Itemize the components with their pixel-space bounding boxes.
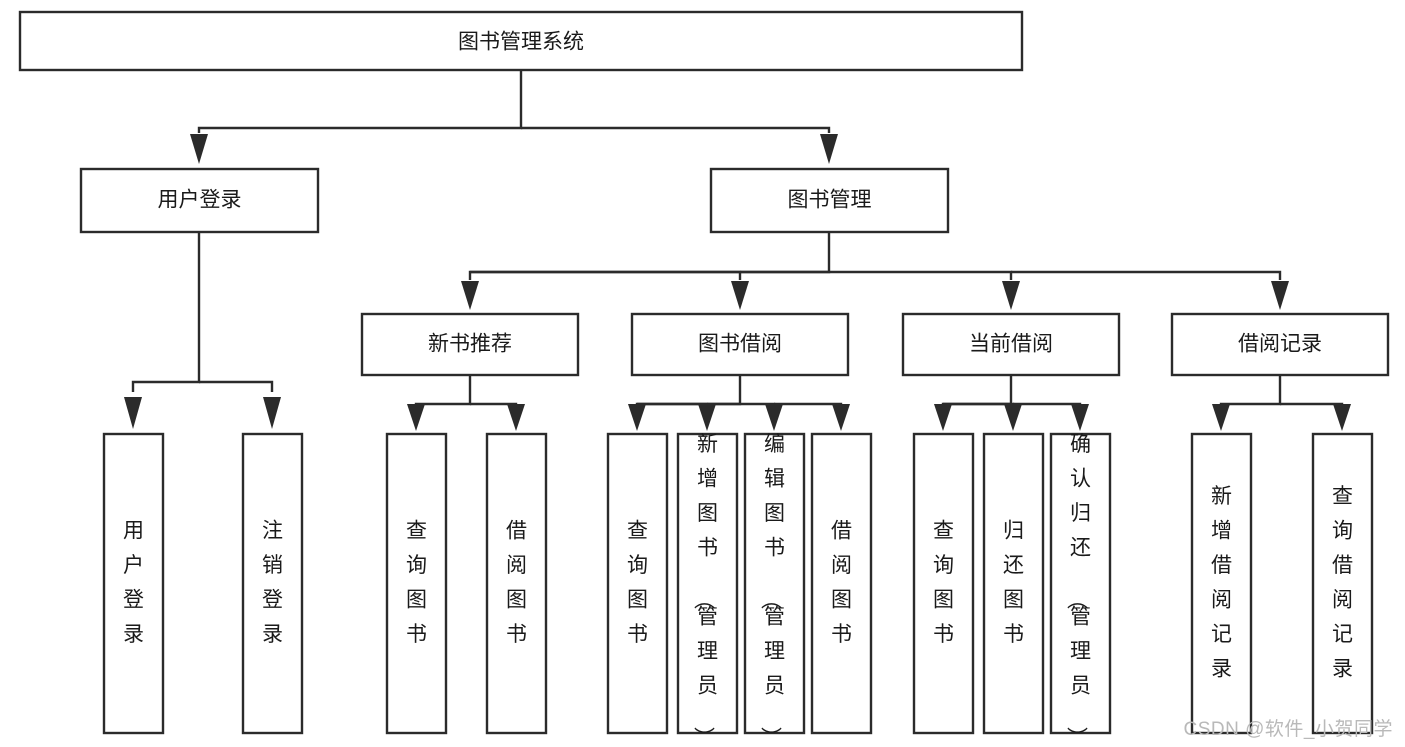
node-leaf-query-book-1-box[interactable] [385, 432, 448, 735]
node-book-borrow-label: 图书借阅 [698, 333, 782, 356]
node-leaf-add-book-box[interactable] [676, 432, 739, 735]
node-book-borrow-box[interactable] [630, 312, 850, 377]
node-leaf-return-book-label: 归还图书 [1003, 519, 1024, 646]
node-leaf-confirm-return[interactable]: 确认归还（管理员） [1049, 432, 1112, 747]
node-leaf-borrow-book-2-box[interactable] [810, 432, 873, 735]
node-leaf-edit-book[interactable]: 编辑图书（管理员） [743, 432, 806, 747]
node-borrow-record[interactable]: 借阅记录 [1170, 312, 1390, 377]
connector-userlogin-to-leaves [124, 232, 281, 429]
node-root-label: 图书管理系统 [458, 31, 584, 54]
node-leaf-borrow-book-1-label: 借阅图书 [506, 519, 527, 646]
node-leaf-query-book-2[interactable]: 查询图书 [606, 432, 669, 735]
node-user-login-label: 用户登录 [158, 189, 242, 212]
node-borrow-record-box[interactable] [1170, 312, 1390, 377]
node-book-manage-label: 图书管理 [788, 189, 872, 212]
node-user-login[interactable]: 用户登录 [79, 167, 320, 234]
node-new-book-recommend-label: 新书推荐 [428, 333, 512, 356]
node-leaf-borrow-book-1-box[interactable] [485, 432, 548, 735]
node-leaf-query-book-2-label: 查询图书 [627, 519, 648, 646]
node-leaf-add-record-label: 新增借阅记录 [1211, 484, 1232, 680]
node-leaf-user-login-box[interactable] [102, 432, 165, 735]
node-user-login-box[interactable] [79, 167, 320, 234]
node-root[interactable]: 图书管理系统 [18, 10, 1024, 72]
node-leaf-query-record-box[interactable] [1311, 432, 1374, 735]
node-leaf-logout[interactable]: 注销登录 [241, 432, 304, 735]
csdn-watermark: CSDN @软件_小贺同学 [1183, 719, 1393, 740]
node-book-manage-box[interactable] [709, 167, 950, 234]
node-leaf-add-book[interactable]: 新增图书（管理员） [676, 432, 739, 747]
node-leaf-logout-box[interactable] [241, 432, 304, 735]
node-leaf-borrow-book-2[interactable]: 借阅图书 [810, 432, 873, 735]
node-leaf-add-book-label: 新增图书（管理员） [692, 433, 718, 747]
node-book-borrow[interactable]: 图书借阅 [630, 312, 850, 377]
node-current-borrow-box[interactable] [901, 312, 1121, 377]
node-leaf-query-book-3-box[interactable] [912, 432, 975, 735]
node-leaf-logout-label: 注销登录 [262, 519, 283, 646]
node-leaf-user-login[interactable]: 用户登录 [102, 432, 165, 735]
node-leaf-add-record[interactable]: 新增借阅记录 [1190, 432, 1253, 735]
node-leaf-query-book-1-label: 查询图书 [406, 519, 427, 646]
connector-layer [124, 70, 1351, 431]
node-new-book-recommend[interactable]: 新书推荐 [360, 312, 580, 377]
node-leaf-confirm-return-box[interactable] [1049, 432, 1112, 735]
node-leaf-query-record-label: 查询借阅记录 [1332, 484, 1353, 680]
node-leaf-query-book-3[interactable]: 查询图书 [912, 432, 975, 735]
connector-bookmanage-to-level3 [461, 232, 1289, 310]
node-leaf-return-book-box[interactable] [982, 432, 1045, 735]
node-current-borrow-label: 当前借阅 [969, 333, 1053, 356]
connector-newbook-to-leaves [407, 375, 525, 431]
node-leaf-borrow-book-1[interactable]: 借阅图书 [485, 432, 548, 735]
connector-root-to-level2 [190, 70, 838, 164]
node-leaf-return-book[interactable]: 归还图书 [982, 432, 1045, 735]
node-leaf-confirm-return-label: 确认归还（管理员） [1065, 433, 1091, 747]
node-leaf-edit-book-box[interactable] [743, 432, 806, 735]
node-leaf-query-book-3-label: 查询图书 [933, 519, 954, 646]
connector-bookborrow-to-leaves [628, 375, 850, 431]
node-leaf-user-login-label: 用户登录 [123, 519, 144, 646]
node-leaf-edit-book-label: 编辑图书（管理员） [759, 433, 785, 747]
connector-currentborrow-to-leaves [934, 375, 1089, 431]
node-leaf-add-record-box[interactable] [1190, 432, 1253, 735]
node-leaf-borrow-book-2-label: 借阅图书 [831, 519, 852, 646]
node-borrow-record-label: 借阅记录 [1238, 333, 1322, 356]
node-current-borrow[interactable]: 当前借阅 [901, 312, 1121, 377]
node-new-book-recommend-box[interactable] [360, 312, 580, 377]
connector-borrowrecord-to-leaves [1212, 375, 1351, 431]
node-root-box[interactable] [18, 10, 1024, 72]
node-book-manage[interactable]: 图书管理 [709, 167, 950, 234]
node-leaf-query-record[interactable]: 查询借阅记录 [1311, 432, 1374, 735]
node-leaf-query-book-1[interactable]: 查询图书 [385, 432, 448, 735]
node-leaf-query-book-2-box[interactable] [606, 432, 669, 735]
